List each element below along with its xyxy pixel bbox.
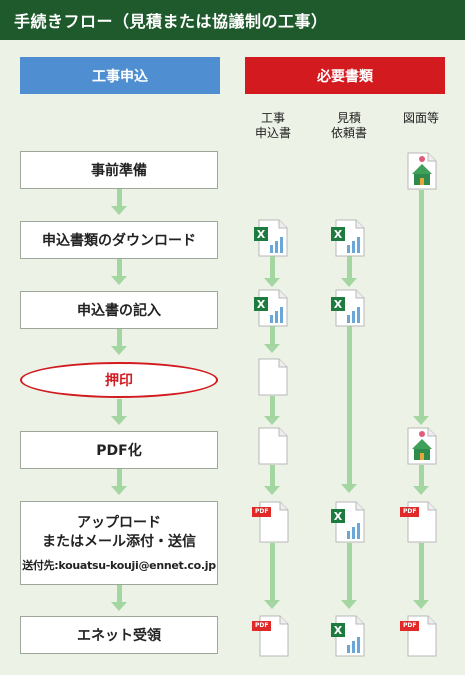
house-drawing-icon [407, 427, 437, 465]
svg-text:X: X [257, 298, 266, 311]
step-label: 押印 [105, 373, 133, 389]
svg-text:X: X [257, 228, 266, 241]
step-ennet-receipt: エネット受領 [20, 616, 218, 654]
doc-arrow [341, 278, 357, 287]
doc-arrow [264, 278, 280, 287]
step-label: アップロード またはメール添付・送信 [42, 514, 196, 550]
doc-line [419, 190, 424, 416]
flow-connector [117, 585, 122, 602]
svg-text:X: X [334, 228, 343, 241]
step-label: エネット受領 [77, 628, 161, 644]
pdf-tag: PDF [400, 507, 420, 517]
flow-arrow [111, 416, 127, 425]
construction-application-header: 工事申込 [20, 57, 220, 94]
flow-arrow [111, 486, 127, 495]
doc-arrow [413, 416, 429, 425]
doc-line [270, 465, 275, 486]
pdf-file-icon: PDF [252, 501, 290, 543]
doc-arrow [264, 600, 280, 609]
doc-column-quote-request: 見積 依頼書 [330, 111, 367, 140]
flow-connector [117, 469, 122, 486]
blank-file-icon [258, 358, 288, 396]
excel-file-icon: X [330, 615, 368, 657]
excel-file-icon: X [253, 289, 288, 327]
doc-arrow [413, 600, 429, 609]
doc-arrow [264, 486, 280, 495]
blank-file-icon [258, 427, 288, 465]
pdf-file-icon: PDF [400, 615, 438, 657]
step-label: 事前準備 [91, 163, 147, 179]
doc-arrow [413, 486, 429, 495]
pdf-tag: PDF [252, 507, 272, 517]
excel-file-icon: X [330, 501, 368, 543]
step-preparation: 事前準備 [20, 151, 218, 189]
step-pdf-conversion: PDF化 [20, 431, 218, 469]
doc-line [270, 396, 275, 416]
doc-arrow [341, 600, 357, 609]
step-stamp: 押印 [20, 362, 218, 398]
doc-arrow [264, 344, 280, 353]
doc-arrow [341, 484, 357, 493]
pdf-file-icon: PDF [252, 615, 290, 657]
doc-line [347, 326, 352, 484]
excel-file-icon: X [330, 219, 365, 257]
doc-line [347, 256, 352, 278]
flow-arrow [111, 206, 127, 215]
doc-line [270, 326, 275, 344]
flow-connector [117, 399, 122, 416]
flow-arrow [111, 276, 127, 285]
required-documents-header: 必要書類 [245, 57, 445, 94]
doc-line [270, 256, 275, 278]
flow-connector [117, 259, 122, 276]
destination-email: 送付先:kouatsu-kouji@ennet.co.jp [22, 558, 216, 572]
pdf-file-icon: PDF [400, 501, 438, 543]
step-label: PDF化 [96, 443, 142, 459]
doc-line [270, 543, 275, 600]
step-fill-form: 申込書の記入 [20, 291, 218, 329]
svg-text:X: X [334, 510, 343, 523]
pdf-tag: PDF [252, 621, 272, 631]
step-download-forms: 申込書類のダウンロード [20, 221, 218, 259]
flow-arrow [111, 346, 127, 355]
house-drawing-icon [407, 152, 437, 190]
doc-line [419, 543, 424, 600]
doc-line [419, 465, 424, 486]
step-upload-or-email: アップロード またはメール添付・送信 送付先:kouatsu-kouji@enn… [20, 501, 218, 585]
excel-file-icon: X [253, 219, 288, 257]
step-label: 申込書類のダウンロード [42, 233, 196, 249]
pdf-tag: PDF [400, 621, 420, 631]
doc-column-application-form: 工事 申込書 [254, 111, 291, 140]
doc-column-drawings: 図面等 [402, 111, 439, 125]
excel-file-icon: X [330, 289, 365, 327]
flow-connector [117, 189, 122, 206]
flow-arrow [111, 602, 127, 611]
step-label: 申込書の記入 [77, 303, 161, 319]
doc-arrow [264, 416, 280, 425]
svg-text:X: X [334, 298, 343, 311]
flow-connector [117, 329, 122, 346]
svg-text:X: X [334, 624, 343, 637]
page-title: 手続きフロー（見積または協議制の工事） [0, 0, 465, 40]
doc-line [347, 543, 352, 600]
